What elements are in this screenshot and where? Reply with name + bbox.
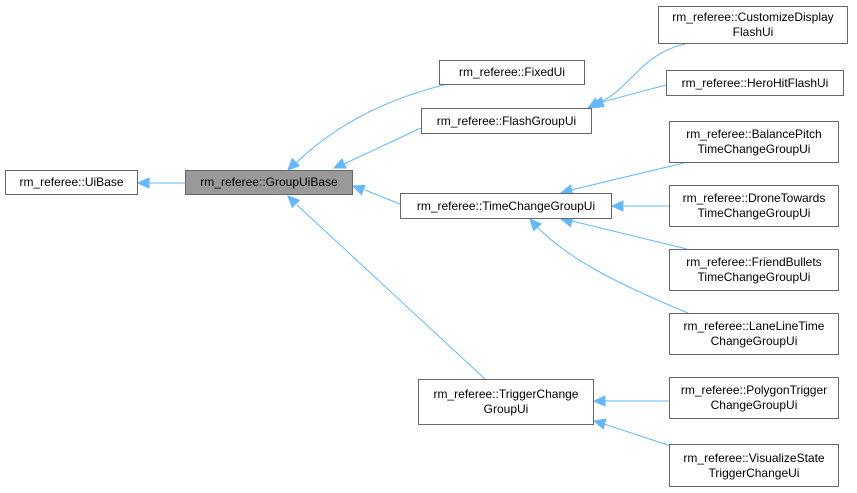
node-uibase-label: rm_referee::UiBase [19, 175, 124, 189]
node-visualizestate[interactable]: rm_referee::VisualizeState TriggerChange… [669, 444, 839, 487]
edge-lanelinetime-timechange [536, 226, 689, 314]
edge-friendbullets-timechange [571, 220, 688, 250]
node-customizedisplayflashui-label-line1: rm_referee::CustomizeDisplay [672, 10, 834, 24]
node-fixedui-label: rm_referee::FixedUi [458, 65, 566, 79]
node-polygontrigger-label-line2: ChangeGroupUi [710, 398, 798, 412]
node-groupuibase: rm_referee::GroupUiBase [185, 170, 353, 195]
edge-visualizestate-triggerchange-arrowhead [592, 418, 607, 430]
edge-herohit-flashgroupui [601, 84, 667, 103]
node-triggerchangegroupui-label-line1: rm_referee::TriggerChange [433, 387, 579, 401]
edge-polygontrigger-triggerchange-arrowhead [592, 395, 606, 407]
edge-flashgroupui-groupuibase [343, 127, 422, 165]
node-groupuibase-label: rm_referee::GroupUiBase [200, 175, 338, 189]
edge-fixedui-groupuibase-arrowhead [287, 157, 301, 171]
node-timechangegroupui[interactable]: rm_referee::TimeChangeGroupUi [400, 193, 612, 219]
node-polygontrigger[interactable]: rm_referee::PolygonTrigger ChangeGroupUi [669, 377, 839, 419]
node-balancepitch-label-line2: TimeChangeGroupUi [697, 142, 811, 156]
node-lanelinetime-label-line1: rm_referee::LaneLineTime [683, 319, 825, 333]
edge-triggerchange-groupuibase-arrowhead [287, 195, 301, 209]
edge-lanelinetime-timechange-arrowhead [529, 218, 542, 232]
node-friendbullets-label-line2: TimeChangeGroupUi [697, 270, 811, 284]
node-triggerchangegroupui-label-line2: GroupUi [483, 402, 529, 416]
node-herohitflashui[interactable]: rm_referee::HeroHitFlashUi [666, 70, 844, 96]
node-dronetowards-label-line2: TimeChangeGroupUi [697, 206, 811, 220]
edge-visualizestate-triggerchange [603, 423, 681, 450]
node-friendbullets-label-line1: rm_referee::FriendBullets [686, 255, 822, 269]
node-balancepitch[interactable]: rm_referee::BalancePitch TimeChangeGroup… [669, 121, 839, 163]
edge-timechangegroupui-groupuibase [364, 189, 401, 205]
edge-timechangegroupui-groupuibase-arrowhead [351, 184, 366, 196]
node-uibase[interactable]: rm_referee::UiBase [5, 170, 138, 195]
node-visualizestate-label-line2: TriggerChangeUi [708, 465, 800, 480]
node-flashgroupui[interactable]: rm_referee::FlashGroupUi [421, 108, 592, 134]
node-flashgroupui-label: rm_referee::FlashGroupUi [436, 113, 577, 128]
node-herohitflashui-label: rm_referee::HeroHitFlashUi [681, 75, 829, 90]
node-balancepitch-label-line1: rm_referee::BalancePitch [686, 127, 822, 141]
node-visualizestate-label-line1: rm_referee::VisualizeState [683, 450, 825, 465]
node-friendbullets[interactable]: rm_referee::FriendBullets TimeChangeGrou… [669, 249, 839, 291]
edge-dronetowards-timechange-arrowhead [610, 200, 624, 212]
edge-herohit-flashgroupui-arrowhead [590, 96, 605, 108]
edge-flashgroupui-groupuibase-arrowhead [332, 157, 347, 169]
edge-balancepitch-timechange [570, 161, 689, 191]
edge-fixedui-groupuibase [295, 83, 449, 164]
node-timechangegroupui-label: rm_referee::TimeChangeGroupUi [416, 198, 596, 213]
node-polygontrigger-label-line1: rm_referee::PolygonTrigger [680, 383, 828, 397]
node-triggerchangegroupui[interactable]: rm_referee::TriggerChange GroupUi [418, 379, 594, 425]
node-customizedisplayflashui[interactable]: rm_referee::CustomizeDisplay FlashUi [658, 6, 848, 44]
node-dronetowards-label-line1: rm_referee::DroneTowards [682, 191, 826, 205]
node-customizedisplayflashui-label-line2: FlashUi [732, 25, 774, 39]
node-fixedui[interactable]: rm_referee::FixedUi [439, 60, 585, 85]
edge-customizedisplay-flashgroupui [597, 43, 686, 104]
node-lanelinetime[interactable]: rm_referee::LaneLineTime ChangeGroupUi [669, 313, 839, 355]
edge-triggerchange-groupuibase [296, 204, 486, 380]
edge-groupuibase-uibase-arrowhead [136, 177, 150, 189]
node-lanelinetime-label-line2: ChangeGroupUi [710, 334, 798, 348]
node-dronetowards[interactable]: rm_referee::DroneTowards TimeChangeGroup… [669, 185, 839, 227]
